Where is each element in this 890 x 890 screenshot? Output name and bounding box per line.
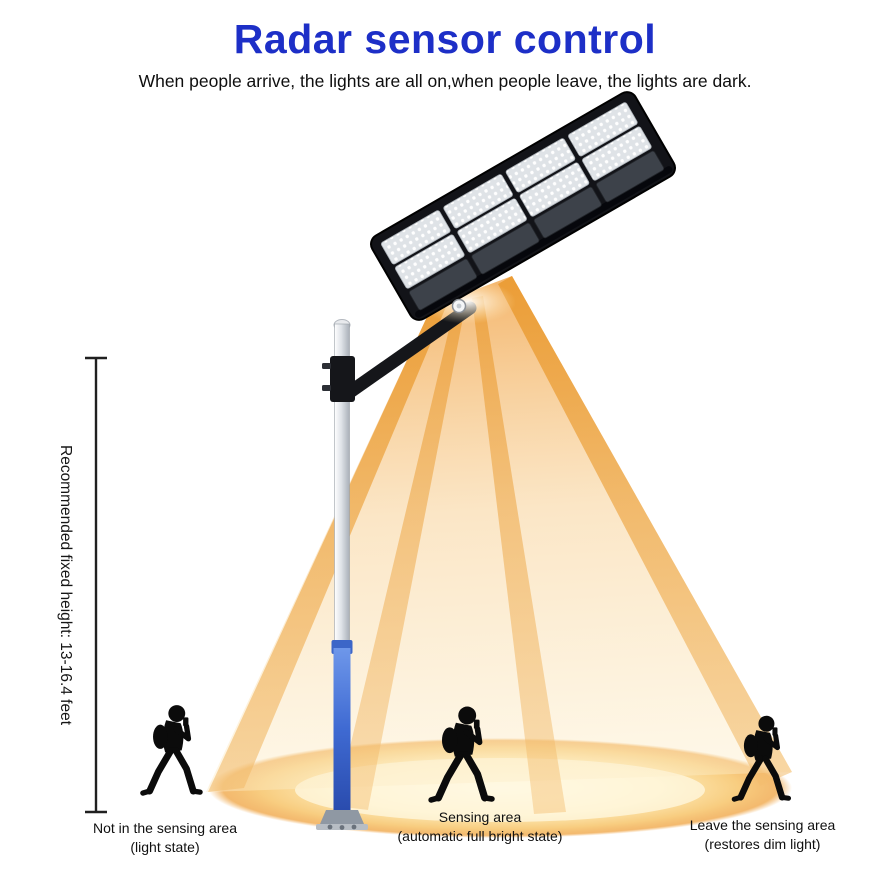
light-beam-cone bbox=[206, 276, 792, 814]
caption-outside-line1: Not in the sensing area bbox=[93, 820, 237, 836]
caption-sensing-zone: Sensing area (automatic full bright stat… bbox=[345, 808, 615, 846]
radar-sensor bbox=[451, 298, 467, 314]
solar-panel-strip bbox=[409, 150, 665, 311]
person-outside-silhouette bbox=[143, 705, 200, 793]
led-panels bbox=[381, 102, 652, 289]
caption-outside-line2: (light state) bbox=[130, 838, 200, 855]
page-title: Radar sensor control bbox=[233, 16, 657, 62]
solar-street-lamp bbox=[370, 91, 676, 321]
caption-sensing-line1: Sensing area bbox=[438, 809, 522, 825]
subtitle-text: When people arrive, the lights are all o… bbox=[138, 71, 752, 91]
height-note: Recommended fixed height: 13-16.4 feet bbox=[57, 444, 74, 726]
caption-leaving-line2: (restores dim light) bbox=[704, 835, 821, 852]
caption-sensing-line2: (automatic full bright state) bbox=[397, 827, 563, 844]
caption-leaving-line1: Leave the sensing area bbox=[689, 817, 836, 833]
caption-leaving-zone: Leave the sensing area (restores dim lig… bbox=[640, 816, 885, 854]
caption-outside-zone: Not in the sensing area (light state) bbox=[35, 819, 295, 857]
light-pole bbox=[316, 319, 368, 830]
height-dimension-line bbox=[85, 356, 107, 814]
